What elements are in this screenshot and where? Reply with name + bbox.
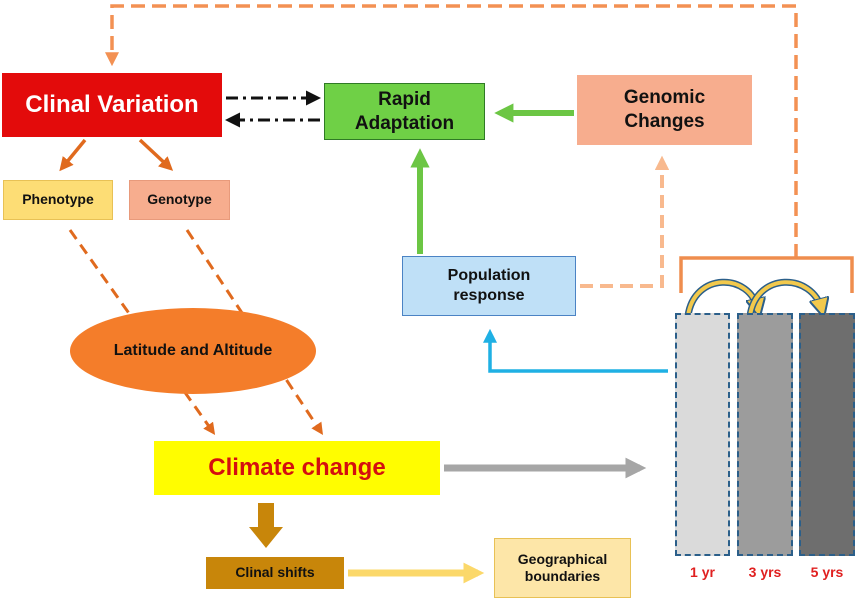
timeline-label-3yrs: 3 yrs [748,564,782,580]
population-response-box: Population response [402,256,576,316]
population-to-genomic-arrow [580,155,670,288]
to-genotype-arrow [138,138,174,171]
geographical-boundaries-label: Geographical boundaries [517,550,608,585]
genomic-changes-label: Genomic Changes [623,87,706,132]
timeline-bracket [679,256,854,293]
climate-to-shifts-arrow [249,503,283,548]
latitude-altitude-label: Latitude and Altitude [113,342,273,359]
climate-change-label: Climate change [208,454,386,481]
genomic-changes-box: Genomic Changes [577,75,752,145]
genotype-to-climate-arrow [185,229,323,435]
genotype-label: Genotype [147,191,212,208]
phenotype-to-climate-arrow [68,229,216,435]
curve-arrow-3-to-5-fill [748,280,822,316]
phenotype-label: Phenotype [22,191,94,208]
geographical-boundaries-box: Geographical boundaries [494,538,631,598]
timeline-bar-5yrs [799,313,855,556]
phenotype-box: Phenotype [3,180,113,220]
climate-change-box: Climate change [154,441,440,495]
timeline-bar-3yrs [737,313,793,556]
genotype-box: Genotype [129,180,230,220]
rapid-adaptation-label: Rapid Adaptation [354,88,455,134]
clinal-variation-label: Clinal Variation [25,91,199,118]
feedback-loop-arrow [105,4,798,258]
clinal-shifts-label: Clinal shifts [235,564,315,581]
timeline-label-1yr: 1 yr [690,564,715,580]
clinal-shifts-box: Clinal shifts [206,557,344,589]
timeline-label-5yrs: 5 yrs [810,564,844,580]
to-phenotype-arrow [59,138,87,172]
rapid-adaptation-box: Rapid Adaptation [324,83,485,140]
clinal-variation-box: Clinal Variation [2,73,222,137]
timeline-bar-1yr [675,313,730,556]
timeline-to-population-arrow [483,328,668,373]
population-response-label: Population response [447,267,531,304]
latitude-altitude-ellipse: Latitude and Altitude [70,308,316,394]
